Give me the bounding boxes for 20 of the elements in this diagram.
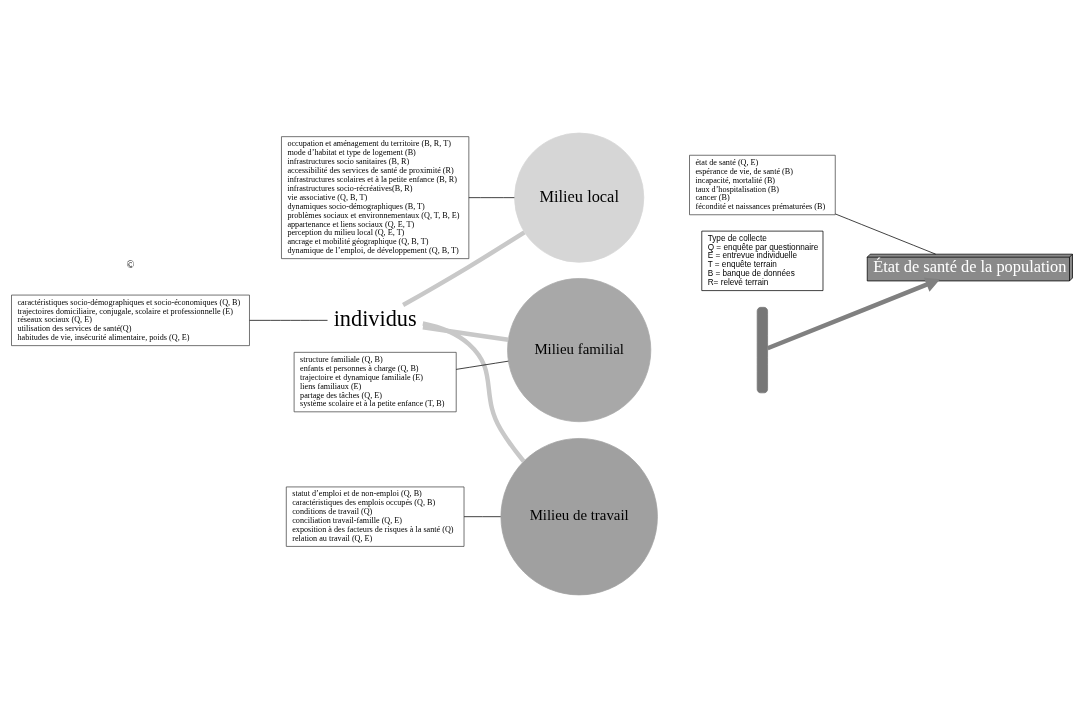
node-box: occupation et aménagement du territoire (B, R, T) mode d’habitat et type de logement (B) infrastructures socio sanitaires (B, R) accessibilité des services de santé de proximité (R) infrastructures scolaires et à la petite enfance (B, R) infrastructures socio-récréatives(B, R) vie associative (Q, B, T) dynamiques socio-démographiques (B, T) problèmes sociaux et environnementaux (Q, T, B, E) appartenance et liens sociaux (Q, E, T) perception du milieu local (Q, E, T) ancrage et mobilité géographique (Q, B, T) dynamique de l’emploi, de développement (Q, B, T) xyxy=(281,135,470,259)
node-bar xyxy=(756,306,768,393)
node-box: état de santé (Q, E) espérance de vie, de santé (B) incapacité, mortalité (B) taux d’hospitalisation (B) cancer (B) fécondité et naissances prématurées (B) xyxy=(689,154,836,215)
node-box: Type de collecte Q = enquête par questionnaire E = entrevue individuelle T = enquête terrain B = banque de données R= relevé terrain xyxy=(701,230,824,291)
label: © xyxy=(126,258,135,270)
connector xyxy=(422,324,509,342)
connector xyxy=(463,515,501,517)
node-circle: Milieu local xyxy=(514,132,645,263)
node-box: structure familiale (Q, B) enfants et personnes à charge (Q, B) trajectoire et dynamique familiale (E) liens familiaux (E) partage des tâches (Q, E) système scolaire et à la petite enfance (T, B) xyxy=(293,351,457,412)
node-circle: Milieu de travail xyxy=(500,437,658,595)
connector xyxy=(455,360,509,370)
connector xyxy=(835,213,936,254)
connector xyxy=(402,230,526,307)
node-circle: Milieu familial xyxy=(507,277,652,422)
node-box: caractéristiques socio-démographiques et socio-économiques (Q, B) trajectoires domiciliaire, conjugale, scolaire et professionnelle (E) réseaux sociaux (Q, E) utilisation des services de santé(Q) habitudes de vie, insécurité alimentaire, poids (Q, E) xyxy=(11,294,250,346)
node-text: individus xyxy=(333,305,417,331)
connector xyxy=(422,320,526,463)
node-box: statut d’emploi et de non-emploi (Q, B) caractéristiques des emplois occupés (Q, B) conditions de travail (Q) conciliation travail-famille (Q, E) exposition à des facteurs de risques à la santé (Q) relation au travail (Q, E) xyxy=(285,486,465,547)
connector xyxy=(468,196,515,198)
arrow xyxy=(766,277,941,350)
